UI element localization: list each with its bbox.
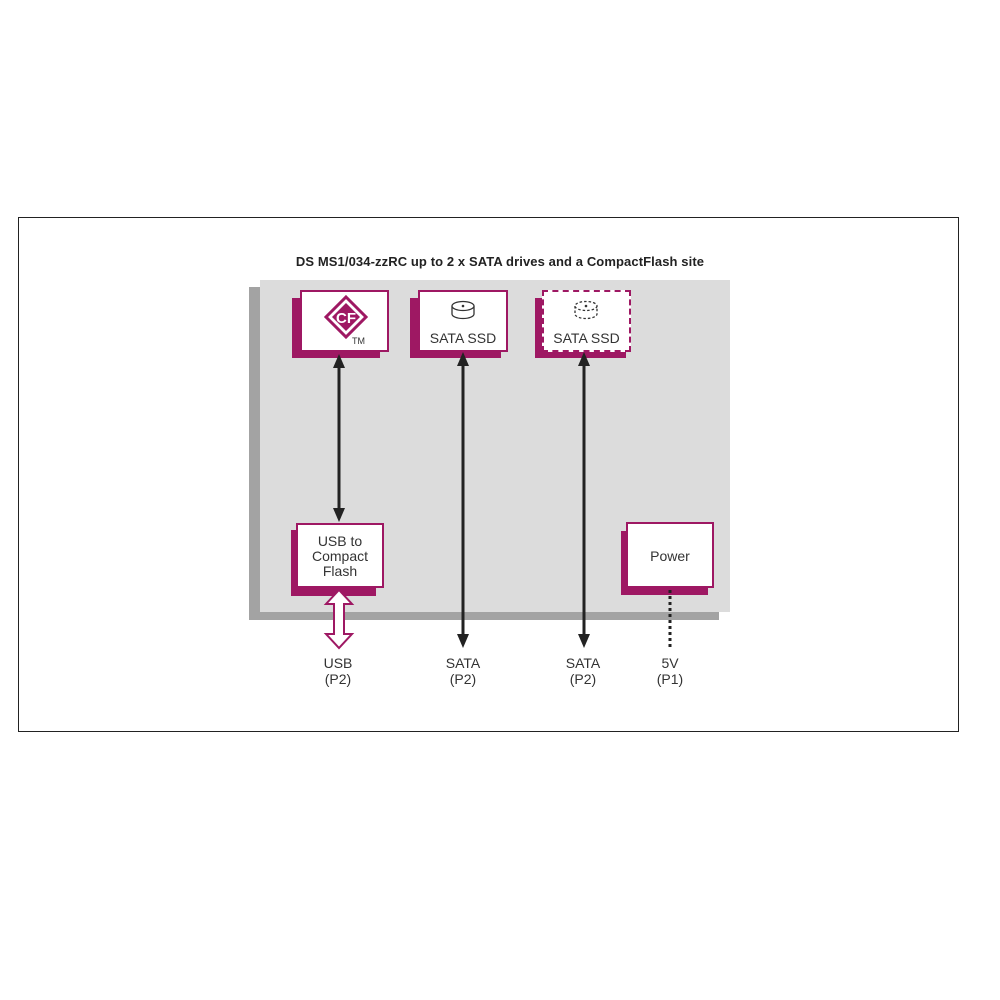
connector-name: SATA [565, 655, 601, 671]
connector-sata-2: SATA (P2) [548, 655, 618, 687]
sata-ssd-2-optional: SATA SSD [542, 290, 631, 352]
connector-name: SATA [445, 655, 481, 671]
connector-port: (P2) [449, 671, 477, 687]
connector-name: 5V [661, 655, 679, 671]
connector-port: (P1) [656, 671, 684, 687]
power-module: Power [626, 522, 714, 588]
sata-ssd-1-label: SATA SSD [429, 330, 497, 346]
cf-module: CF TM [300, 290, 389, 352]
sata-ssd-2-label: SATA SSD [553, 330, 620, 346]
diagram-frame [18, 217, 959, 732]
connector-port: (P2) [324, 671, 352, 687]
usb-hollow-double-arrow [323, 588, 355, 650]
connector-5v: 5V (P1) [635, 655, 705, 687]
sata-1-arrow [457, 352, 469, 648]
disk-drive-icon [451, 300, 475, 320]
disk-drive-icon [574, 300, 598, 320]
trademark-label: TM [352, 336, 365, 346]
usb-cf-bridge-label: USB to Compact Flash [311, 533, 369, 579]
sata-2-arrow [578, 352, 590, 648]
connector-name: USB [323, 655, 353, 671]
diagram-title: DS MS1/034-zzRC up to 2 x SATA drives an… [295, 254, 705, 269]
power-module-label: Power [650, 548, 690, 564]
sata-ssd-1: SATA SSD [418, 290, 508, 352]
connector-usb: USB (P2) [303, 655, 373, 687]
compactflash-logo-icon: CF [323, 294, 369, 340]
cf-logo-text: CF [336, 310, 356, 327]
cf-to-usb-bridge-arrow [333, 354, 345, 522]
usb-cf-bridge: USB to Compact Flash [296, 523, 384, 588]
connector-sata-1: SATA (P2) [428, 655, 498, 687]
connector-port: (P2) [569, 671, 597, 687]
